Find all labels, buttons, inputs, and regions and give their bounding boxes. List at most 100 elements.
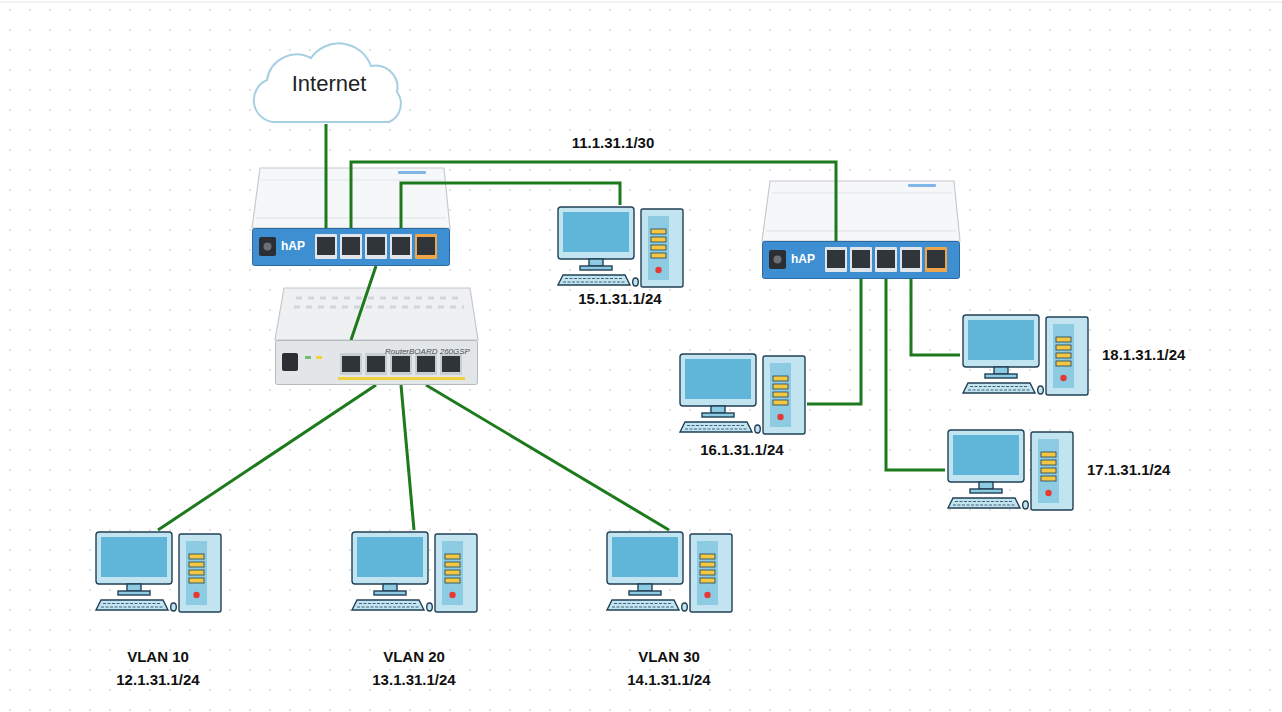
host-address-label: 13.1.31.1/24 [372,671,455,689]
monitor-screen [685,359,751,399]
router-edge-line [772,192,952,194]
host-address-label: 12.1.31.1/24 [116,671,199,689]
keyboard [948,498,1020,508]
drive-light [1041,468,1056,473]
ethernet-port [852,250,870,268]
network-link [158,385,376,530]
ethernet-port-frame [340,234,362,259]
keyboard-keys [612,604,675,608]
monitor-neck [383,584,397,591]
power-light [1060,375,1066,381]
drive-light [773,400,788,405]
monitor-screen [563,212,629,252]
ethernet-port [317,237,335,255]
router-led-strip [398,171,426,174]
monitor-base [580,266,612,270]
drive-light [189,562,204,567]
keyboard [558,275,630,285]
ethernet-port [367,237,385,255]
keyboard-keys [563,279,626,283]
pc-tower [435,534,477,612]
drive-light [189,570,204,575]
network-link [351,266,376,340]
router-panel [253,229,450,266]
link-label: 11.1.31.1/30 [569,134,658,152]
top-rule [0,2,1282,3]
network-link [886,279,945,470]
network-link [426,385,669,530]
switch-body [275,288,478,340]
router-node: hAP [762,241,960,279]
pc-tower [763,356,805,434]
tower-panel [442,541,463,605]
power-light [449,592,455,598]
monitor-base [970,489,1002,493]
monitor-base [629,591,661,595]
drive-light [700,554,715,559]
host-address-label: 15.1.31.1/24 [578,290,661,308]
tower-panel [186,541,207,605]
router-edge-line [766,231,956,232]
pc-tower [641,209,683,287]
ethernet-port-frame [825,247,847,272]
router-node: hAP [252,228,450,266]
monitor-frame [352,532,428,584]
power-light [777,414,783,420]
host-address-label: 18.1.31.1/24 [1102,346,1185,364]
monitor-base [985,374,1017,378]
pc-node: 18.1.31.1/24 [960,313,1185,397]
drive-light [445,554,460,559]
drive-light [1041,476,1056,481]
drive-light [1056,361,1071,366]
tower-panel [1053,324,1074,388]
pc-node: 17.1.31.1/24 [945,428,1170,512]
keyboard [680,422,752,432]
monitor-frame [607,532,683,584]
monitor-screen [101,537,167,577]
drive-light [651,229,666,234]
drive-light [1041,460,1056,465]
ethernet-port-frame [440,353,462,375]
tower-panel [1038,439,1059,503]
monitor-screen [357,537,423,577]
ethernet-port [827,250,845,268]
drive-light [700,562,715,567]
ethernet-port-frame [875,247,897,272]
pc-node: VLAN 3014.1.31.1/24 [604,530,734,689]
monitor-screen [968,320,1034,360]
mouse [1038,386,1044,394]
power-light [1045,490,1051,496]
host-address-label: VLAN 30 [638,648,700,666]
network-link [401,385,414,530]
switch-shape [275,340,478,385]
ethernet-port [392,237,410,255]
host-address-label: VLAN 20 [383,648,445,666]
ethernet-port-frame [365,234,387,259]
pc-icon [349,530,479,614]
ethernet-port-frame [415,234,437,259]
monitor-neck [127,584,141,591]
pc-tower [690,534,732,612]
drive-light [445,578,460,583]
monitor-frame [963,315,1039,367]
ethernet-port [392,356,410,372]
status-led [305,356,311,359]
pc-icon [604,530,734,614]
tower-panel [770,363,791,427]
ethernet-port-frame [340,353,362,375]
drive-light [445,570,460,575]
power-light [193,592,199,598]
pc-node: 15.1.31.1/24 [555,205,685,308]
pc-tower [1031,432,1073,510]
ethernet-port-frame [390,234,412,259]
monitor-neck [994,367,1008,374]
poe-stripe [338,377,465,380]
power-hole [264,243,272,251]
ethernet-port [417,356,435,372]
host-address-label: 17.1.31.1/24 [1087,461,1170,479]
power-jack [769,250,786,269]
monitor-base [374,591,406,595]
switch-panel [276,341,478,385]
drive-light [189,554,204,559]
